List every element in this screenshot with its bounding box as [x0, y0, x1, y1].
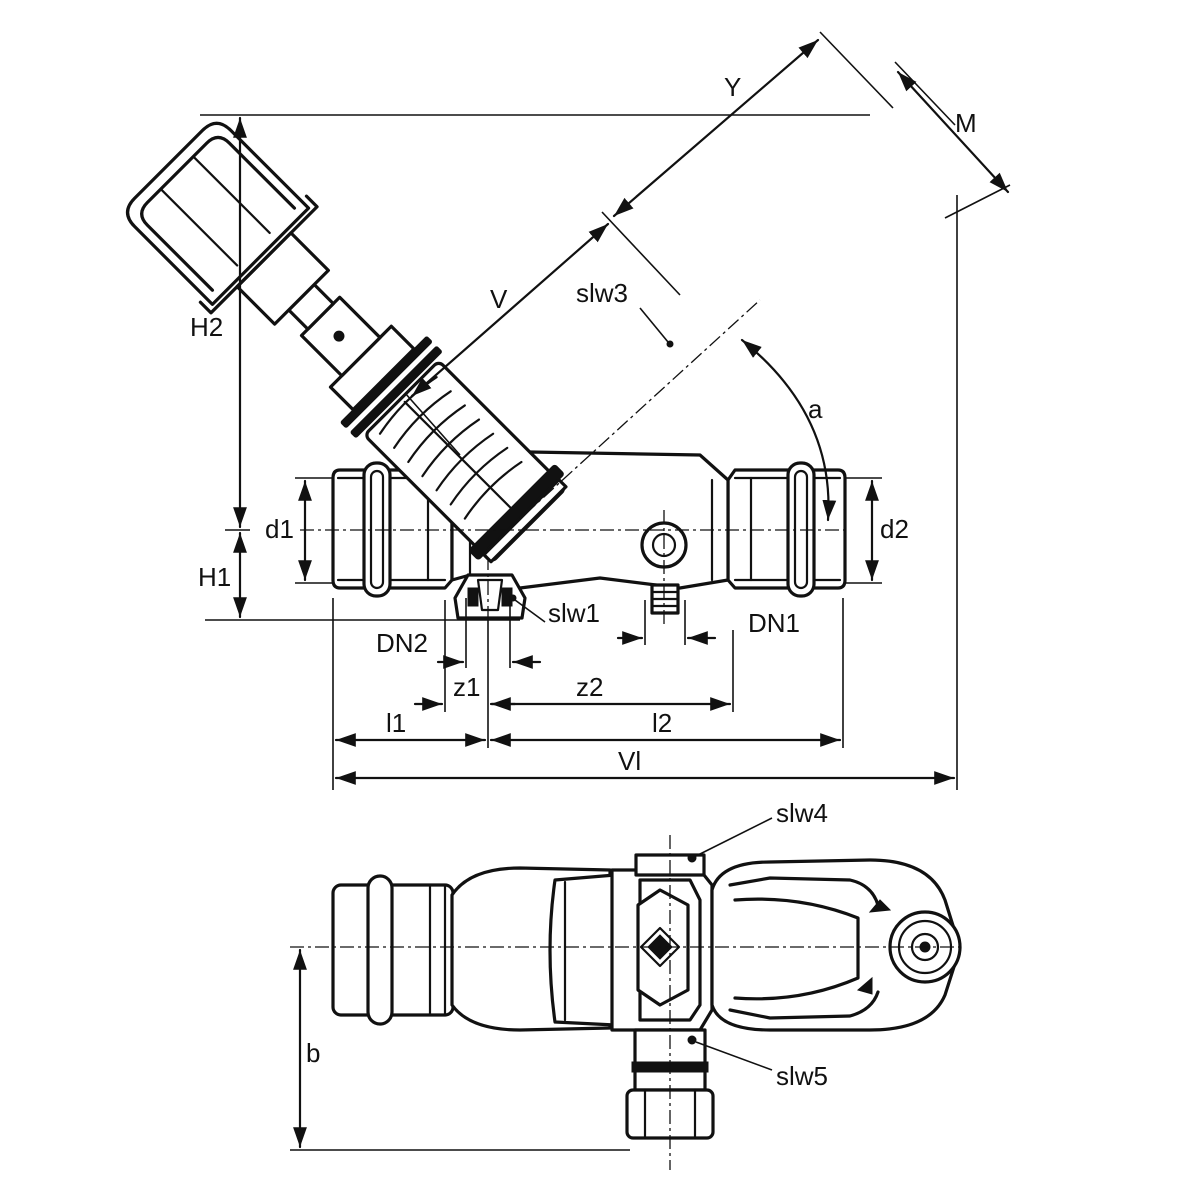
slw3-label: slw3	[576, 278, 628, 308]
b-label: b	[306, 1038, 320, 1068]
bonnet-assembly	[125, 121, 568, 564]
dn2-label: DN2	[376, 628, 428, 658]
m-label: M	[955, 108, 977, 138]
d2-label: d2	[880, 514, 909, 544]
vl-label: Vl	[618, 746, 641, 776]
l2-label: l2	[652, 708, 672, 738]
v-dim-line	[410, 222, 610, 398]
a-label: a	[808, 394, 823, 424]
slw5-label: slw5	[776, 1061, 828, 1091]
handwheel-cap	[125, 121, 319, 315]
angle-a-arc	[740, 338, 837, 522]
dimensions-top: H2 H1 d1 d2 V Y M a slw3 slw1	[190, 31, 1011, 790]
v-label: V	[490, 284, 508, 314]
m-dim-line	[896, 70, 1010, 194]
side-view	[125, 121, 850, 625]
handwheel-top	[710, 858, 962, 1032]
l1-label: l1	[386, 708, 406, 738]
d1-label: d1	[265, 514, 294, 544]
z1-label: z1	[453, 672, 480, 702]
bottom-nut	[453, 573, 527, 620]
h1-label: H1	[198, 562, 231, 592]
slw4-label: slw4	[776, 798, 828, 828]
z2-label: z2	[576, 672, 603, 702]
stem-centerline	[487, 299, 761, 549]
h2-label: H2	[190, 312, 223, 342]
top-view: b slw4 slw5	[290, 798, 965, 1170]
y-label: Y	[724, 72, 741, 102]
slw1-label: slw1	[548, 598, 600, 628]
dn1-label: DN1	[748, 608, 800, 638]
y-dim-line	[612, 38, 820, 218]
